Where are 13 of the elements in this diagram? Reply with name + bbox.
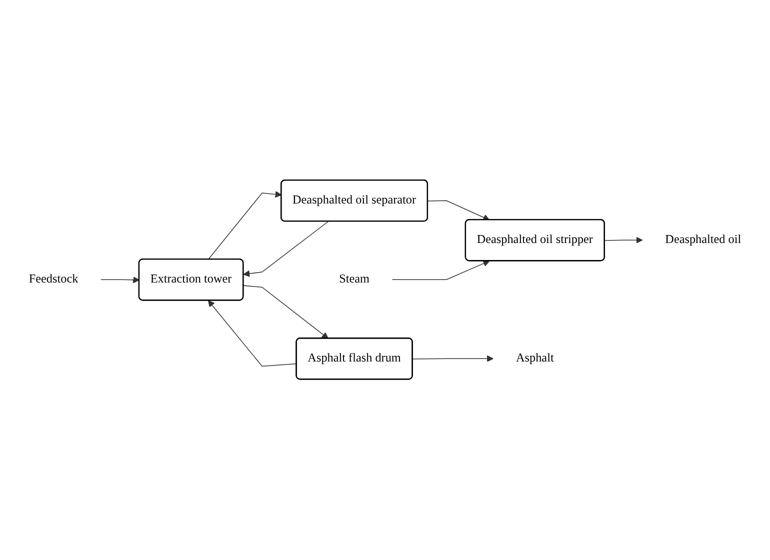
arrow xyxy=(100,276,140,284)
arrow xyxy=(604,237,643,244)
node-text: Asphalt xyxy=(516,352,554,366)
arrow xyxy=(392,260,490,280)
arrow xyxy=(412,356,494,362)
arrow xyxy=(427,200,490,221)
arrow xyxy=(243,286,328,340)
node-text: Deasphalted oil xyxy=(665,234,742,247)
arrow xyxy=(243,221,329,278)
node-text: Steam xyxy=(339,273,370,286)
arrow xyxy=(208,191,282,260)
node-text: Feedstock xyxy=(28,273,78,286)
arrow xyxy=(208,300,298,367)
